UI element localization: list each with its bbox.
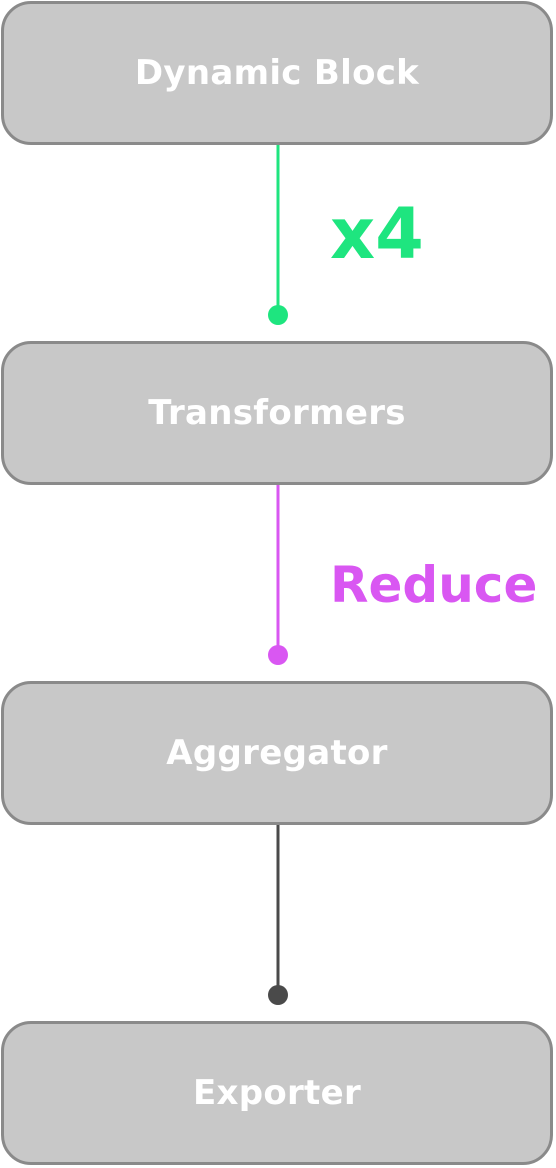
edge-end-dot-dynamic-to-transformers xyxy=(268,305,288,325)
node-dynamic-block[interactable]: Dynamic Block xyxy=(1,1,553,145)
edge-end-dot-transformers-to-aggregator xyxy=(268,645,288,665)
node-label: Transformers xyxy=(148,393,406,433)
node-exporter[interactable]: Exporter xyxy=(1,1021,553,1165)
node-transformers[interactable]: Transformers xyxy=(1,341,553,485)
node-label: Dynamic Block xyxy=(134,53,420,93)
edge-label-repeat: x4 xyxy=(330,193,424,275)
edge-end-dot-aggregator-to-exporter xyxy=(268,985,288,1005)
edge-label-reduce: Reduce xyxy=(330,556,538,614)
node-label: Aggregator xyxy=(166,733,388,773)
node-aggregator[interactable]: Aggregator xyxy=(1,681,553,825)
node-label: Exporter xyxy=(192,1073,362,1113)
